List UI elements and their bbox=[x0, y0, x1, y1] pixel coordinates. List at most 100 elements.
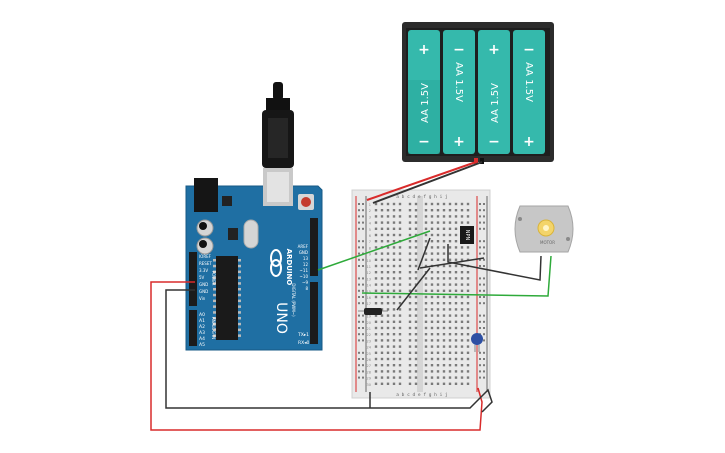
npn-transistor[interactable]: NPN bbox=[460, 226, 474, 244]
breadboard-row-number: 16 bbox=[367, 296, 371, 300]
cell-3-label: AA 1.5V bbox=[490, 83, 501, 123]
battery-positive-wire[interactable] bbox=[366, 161, 477, 201]
chip-pins bbox=[213, 259, 241, 337]
battery-cell-4: − + AA 1.5V bbox=[513, 30, 545, 154]
analog-pin-label: A1 bbox=[199, 318, 205, 324]
breadboard-row-number: 17 bbox=[367, 302, 371, 306]
breadboard-row-number: 27 bbox=[367, 364, 371, 368]
power-header[interactable] bbox=[189, 252, 197, 306]
arduino-logo bbox=[270, 249, 282, 277]
digital-pin-label: ~11 bbox=[300, 268, 309, 273]
power-pin-label: 5V bbox=[199, 275, 205, 280]
breadboard-row-number: 24 bbox=[367, 346, 372, 350]
breadboard-row-number: 23 bbox=[367, 339, 371, 343]
pin9-signal-wire[interactable] bbox=[317, 230, 431, 271]
usb-cable bbox=[273, 82, 283, 100]
breadboard-row-number: 20 bbox=[367, 321, 371, 325]
power-pin-labels: IOREF RESET 3.3V 5V GND GND Vin bbox=[199, 254, 212, 301]
breadboard-row-number: 25 bbox=[367, 352, 371, 356]
analog-pin-label: A4 bbox=[199, 336, 205, 342]
analog-pin-label: A0 bbox=[199, 312, 205, 318]
battery-cell-3: + − AA 1.5V bbox=[478, 30, 510, 154]
battery-pack[interactable]: + − AA 1.5V − + AA 1.5V + − AA 1.5V − + … bbox=[402, 22, 554, 164]
breadboard-row-number: 19 bbox=[367, 315, 371, 319]
digital-pin-label: AREF bbox=[298, 244, 309, 249]
cell-4-label: AA 1.5V bbox=[523, 62, 534, 102]
digital-pin-label: ~10 bbox=[300, 274, 309, 279]
cell-1-bottom-sign: − bbox=[418, 134, 430, 150]
breadboard-row-number: 14 bbox=[367, 284, 372, 288]
digital-label: DIGITAL (PWM~) bbox=[291, 283, 296, 317]
microcontroller-chip bbox=[216, 256, 238, 340]
cell-1-label: AA 1.5V bbox=[420, 83, 431, 123]
transistor-label: NPN bbox=[464, 230, 470, 241]
cell-4-top-sign: − bbox=[523, 42, 535, 58]
breadboard-row-numbers: 1234567891011121314151617181920212223242… bbox=[367, 203, 372, 387]
digital-header-lower[interactable] bbox=[310, 282, 318, 344]
5v-power-wire[interactable] bbox=[150, 281, 483, 431]
transistor-emitter-wire[interactable] bbox=[419, 257, 485, 269]
battery-negative-wire[interactable] bbox=[372, 161, 483, 204]
power-pin-label: IOREF bbox=[199, 254, 212, 259]
digital-pin-label: ~9 bbox=[302, 280, 308, 285]
digital-pin-label: 13 bbox=[303, 256, 309, 261]
cell-2-top-sign: − bbox=[453, 42, 465, 58]
analog-pin-label: A3 bbox=[199, 330, 205, 336]
breadboard-row-number: 9 bbox=[369, 253, 371, 257]
battery-cell-2: − + AA 1.5V bbox=[443, 30, 475, 154]
capacitor[interactable] bbox=[471, 333, 483, 352]
breadboard-row-number: 8 bbox=[369, 246, 371, 250]
brand-label: ARDUINO bbox=[285, 249, 293, 286]
breadboard-row-number: 1 bbox=[369, 203, 371, 207]
digital-pin-label: GND bbox=[299, 250, 308, 255]
breadboard-row-number: 6 bbox=[369, 234, 371, 238]
breadboard-row-number: 5 bbox=[369, 228, 371, 232]
power-pin-label: GND bbox=[199, 282, 208, 287]
motor-green-wire[interactable] bbox=[361, 255, 552, 297]
breadboard-row-number: 3 bbox=[369, 215, 371, 219]
wires bbox=[150, 161, 552, 431]
transistor-collector-wire[interactable] bbox=[417, 237, 431, 271]
diode-jumper-wire[interactable] bbox=[396, 267, 431, 311]
dc-power-jack bbox=[194, 178, 218, 212]
breadboard-row-number: 4 bbox=[369, 222, 372, 226]
breadboard-row-number: 21 bbox=[367, 327, 371, 331]
power-pin-label: 3.3V bbox=[199, 268, 208, 273]
breadboard-bottom-columns: a b c d e f g h i j bbox=[396, 392, 447, 398]
digital-header-upper[interactable] bbox=[310, 218, 318, 276]
cell-1-top-sign: + bbox=[418, 42, 430, 58]
breadboard-row-number: 13 bbox=[367, 277, 371, 281]
breadboard-row-number: 10 bbox=[367, 259, 371, 263]
cell-2-label: AA 1.5V bbox=[453, 62, 464, 102]
diode[interactable] bbox=[358, 308, 388, 315]
breadboard-row-number: 29 bbox=[367, 377, 371, 381]
cell-2-bottom-sign: + bbox=[453, 134, 465, 150]
digital-pin-label: 8 bbox=[305, 286, 308, 291]
model-label: UNO bbox=[273, 302, 289, 334]
breadboard-row-number: 30 bbox=[367, 383, 371, 387]
cell-3-bottom-sign: − bbox=[488, 134, 500, 150]
analog-header[interactable] bbox=[189, 310, 197, 346]
cell-3-top-sign: + bbox=[488, 42, 500, 58]
breadboard-row-number: 11 bbox=[367, 265, 371, 269]
digital-pin-label: 12 bbox=[303, 262, 309, 267]
breadboard-row-number: 28 bbox=[367, 370, 371, 374]
rx-label: RX◂0 bbox=[298, 340, 309, 346]
analog-pin-label: A2 bbox=[199, 324, 205, 330]
breadboard-row-number: 7 bbox=[369, 240, 371, 244]
breadboard-row-number: 15 bbox=[367, 290, 371, 294]
power-pin-label: Vin bbox=[199, 296, 206, 301]
arduino-uno-board[interactable]: ARDUINO UNO IOREF RESET 3.3V 5V GND GND Vin A0… bbox=[185, 82, 323, 351]
motor-label: MOTOR bbox=[540, 240, 555, 245]
dc-motor[interactable]: MOTOR bbox=[514, 205, 574, 253]
motor-black-wire[interactable] bbox=[447, 244, 542, 281]
power-pin-label: GND bbox=[199, 289, 208, 294]
breadboard-top-columns: a b c d e f g h i j bbox=[396, 194, 447, 200]
breadboard-row-number: 26 bbox=[367, 358, 371, 362]
ground-wire[interactable] bbox=[165, 289, 493, 413]
power-pin-label: RESET bbox=[199, 261, 212, 266]
breadboard-row-number: 22 bbox=[367, 333, 371, 337]
